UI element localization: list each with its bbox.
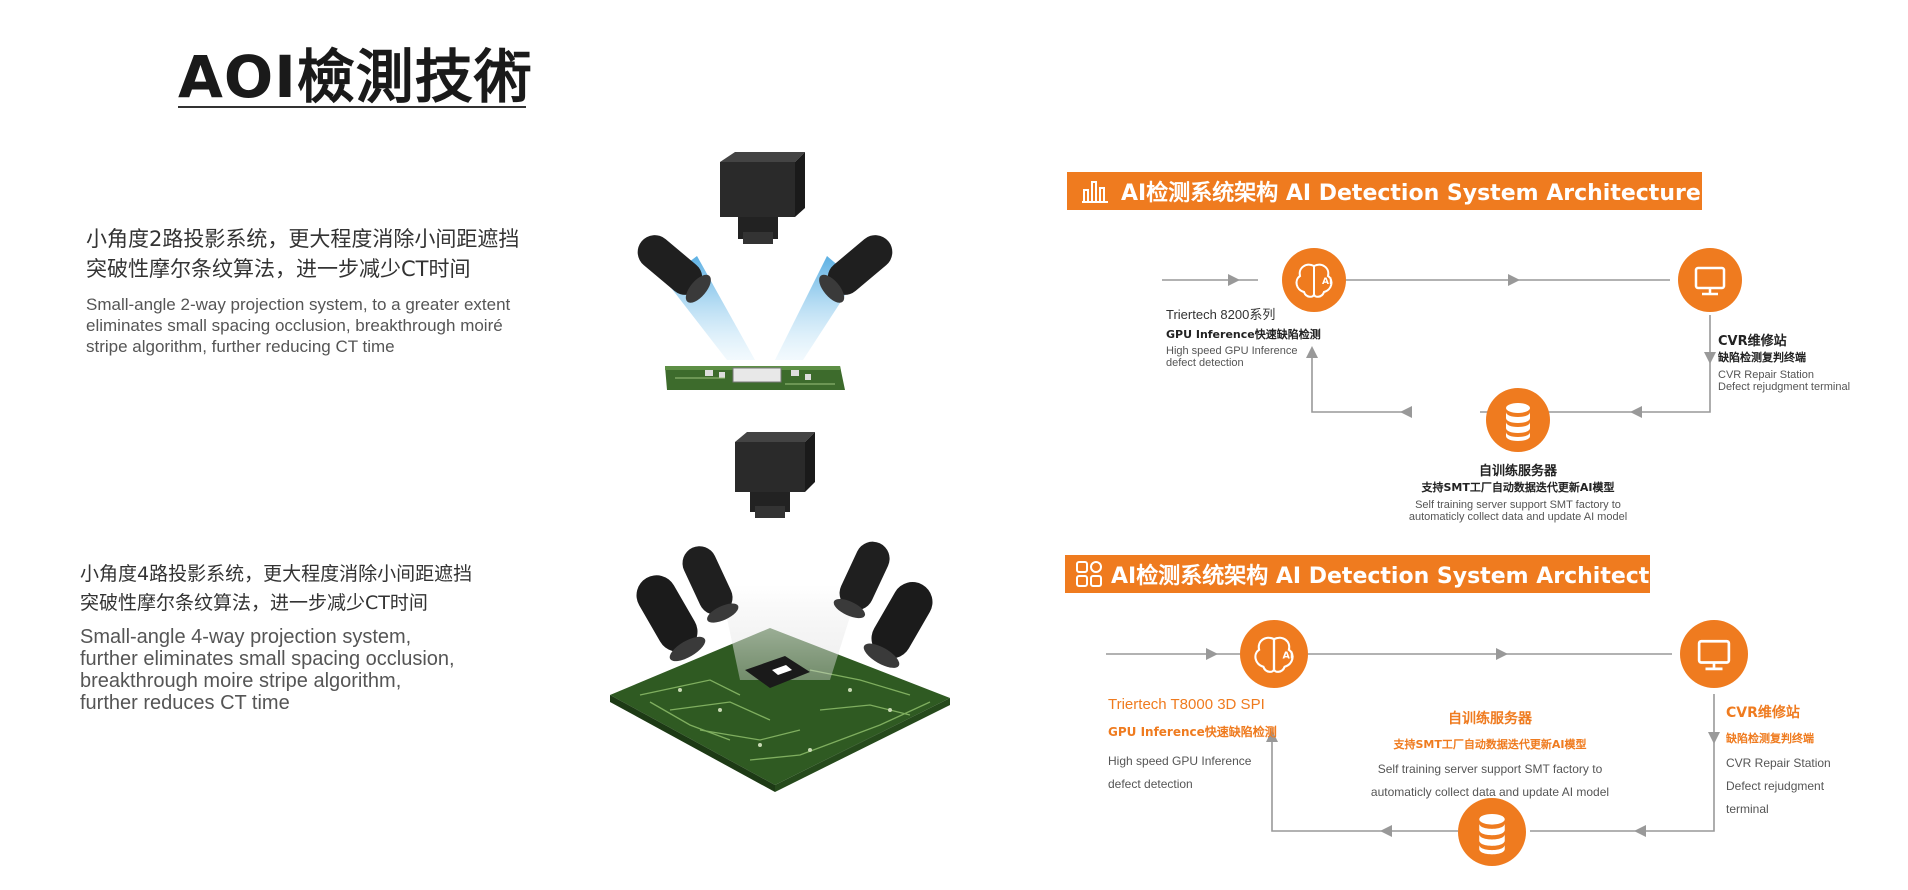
projector-left-back	[682, 546, 739, 623]
projection-2way-text: 小角度2路投影系统，更大程度消除小间距遮挡 突破性摩尔条纹算法，进一步减少CT时…	[86, 224, 606, 357]
database-icon	[1479, 813, 1505, 855]
brain-ai-icon: AI	[1254, 636, 1294, 673]
en-line: further eliminates small spacing occlusi…	[80, 648, 455, 670]
page-title: AOI檢測技術	[178, 43, 533, 111]
database-icon	[1506, 403, 1530, 441]
en-line: eliminates small spacing occlusion, brea…	[86, 316, 503, 335]
cn-line: 突破性摩尔条纹算法，进一步减少CT时间	[80, 592, 428, 614]
cvr-en-2: Defect rejudgment terminal	[1718, 381, 1851, 393]
title-underline	[178, 106, 526, 108]
cvr-node-label: CVR维修站 缺陷检测复判终端 CVR Repair Station Defec…	[1718, 330, 1850, 393]
server-node-circle	[1486, 388, 1550, 452]
camera-icon	[720, 152, 805, 244]
banner-title: AI检测系统架构 AI Detection System Architectur…	[1111, 564, 1691, 589]
architecture-banner-1: AI检测系统架构 AI Detection System Architectur…	[1067, 172, 1702, 210]
server-node-circle	[1458, 798, 1526, 866]
flow-lines-2	[1106, 648, 1720, 837]
en-line: further reduces CT time	[80, 692, 290, 714]
gpu-en-1: High speed GPU Inference	[1108, 754, 1252, 768]
server-sub: 支持SMT工厂自动数据迭代更新AI模型	[1421, 481, 1615, 494]
cvr-en-3: terminal	[1726, 802, 1769, 816]
server-en-1: Self training server support SMT factory…	[1415, 499, 1621, 511]
projector-right	[819, 235, 893, 303]
en-line: Small-angle 4-way projection system,	[80, 626, 412, 648]
gpu-node-label: Triertech T8000 3D SPI GPU Inference快速缺陷…	[1108, 696, 1277, 796]
server-en-1: Self training server support SMT factory…	[1377, 762, 1603, 776]
server-title: 自训练服务器	[1478, 464, 1557, 479]
cvr-en-1: CVR Repair Station	[1718, 369, 1814, 381]
product-name: Triertech T8000 3D SPI	[1108, 696, 1265, 713]
server-sub: 支持SMT工厂自动数据迭代更新AI模型	[1393, 738, 1587, 751]
gpu-en-2: defect detection	[1166, 357, 1244, 369]
cvr-node-label: CVR维修站 缺陷检测复判终端 CVR Repair Station Defec…	[1726, 702, 1831, 821]
cvr-title: CVR维修站	[1726, 705, 1800, 721]
gpu-node-circle: AI	[1282, 248, 1346, 312]
cn-line: 突破性摩尔条纹算法，进一步减少CT时间	[86, 257, 471, 281]
cn-line: 小角度2路投影系统，更大程度消除小间距遮挡	[86, 227, 520, 251]
en-line: Small-angle 2-way projection system, to …	[86, 295, 511, 314]
cvr-sub: 缺陷检测复判终端	[1718, 351, 1806, 364]
gpu-node-circle: AI	[1240, 620, 1308, 688]
gpu-en-1: High speed GPU Inference	[1166, 345, 1298, 357]
gpu-node-label: Triertech 8200系列 GPU Inference快速缺陷检测 Hig…	[1166, 304, 1321, 369]
server-node-label: 自训练服务器 支持SMT工厂自动数据迭代更新AI模型 Self training…	[1370, 708, 1610, 804]
camera-icon	[735, 432, 815, 518]
two-way-projection-illustration	[637, 152, 893, 390]
product-name: Triertech 8200系列	[1166, 307, 1276, 322]
en-line: breakthrough moire stripe algorithm,	[80, 670, 402, 692]
apps-grid-icon	[1075, 560, 1103, 588]
projector-right-back	[833, 541, 890, 619]
en-line: stripe algorithm, further reducing CT ti…	[86, 337, 395, 356]
brain-ai-icon: AI	[1295, 263, 1333, 298]
svg-text:AI: AI	[1322, 277, 1332, 287]
cvr-node-circle	[1680, 620, 1748, 688]
gpu-cn: GPU Inference快速缺陷检测	[1166, 328, 1321, 341]
pcb-board	[665, 366, 845, 390]
server-title: 自训练服务器	[1448, 711, 1532, 727]
projection-4way-text: 小角度4路投影系统，更大程度消除小间距遮挡 突破性摩尔条纹算法，进一步减少CT时…	[80, 560, 600, 714]
svg-text:AI: AI	[1283, 650, 1294, 661]
cn-line: 小角度4路投影系统，更大程度消除小间距遮挡	[80, 563, 473, 585]
server-en-2: automaticly collect data and update AI m…	[1408, 511, 1628, 523]
projector-left	[637, 235, 711, 303]
server-en-2: automaticly collect data and update AI m…	[1370, 785, 1610, 799]
four-way-projection-illustration	[610, 432, 950, 792]
flow-lines-1	[1162, 274, 1716, 418]
monitor-icon	[1694, 266, 1726, 296]
projector-right-front	[863, 582, 933, 668]
server-node-label: 自训练服务器 支持SMT工厂自动数据迭代更新AI模型 Self training…	[1398, 460, 1638, 523]
cvr-node-circle	[1678, 248, 1742, 312]
pcb-board	[610, 628, 950, 792]
architecture-banner-2: AI检测系统架构 AI Detection System Architectur…	[1065, 555, 1691, 593]
projector-left-front	[636, 575, 706, 662]
bar-chart-icon	[1077, 177, 1113, 205]
cvr-en-2: Defect rejudgment	[1726, 779, 1825, 793]
cvr-title: CVR维修站	[1718, 334, 1787, 349]
gpu-en-2: defect detection	[1108, 777, 1193, 791]
gpu-cn: GPU Inference快速缺陷检测	[1108, 725, 1277, 739]
cvr-en-1: CVR Repair Station	[1726, 756, 1831, 770]
banner-title: AI检测系统架构 AI Detection System Architectur…	[1121, 181, 1701, 206]
monitor-icon	[1697, 639, 1731, 671]
cvr-sub: 缺陷检测复判终端	[1726, 732, 1814, 745]
